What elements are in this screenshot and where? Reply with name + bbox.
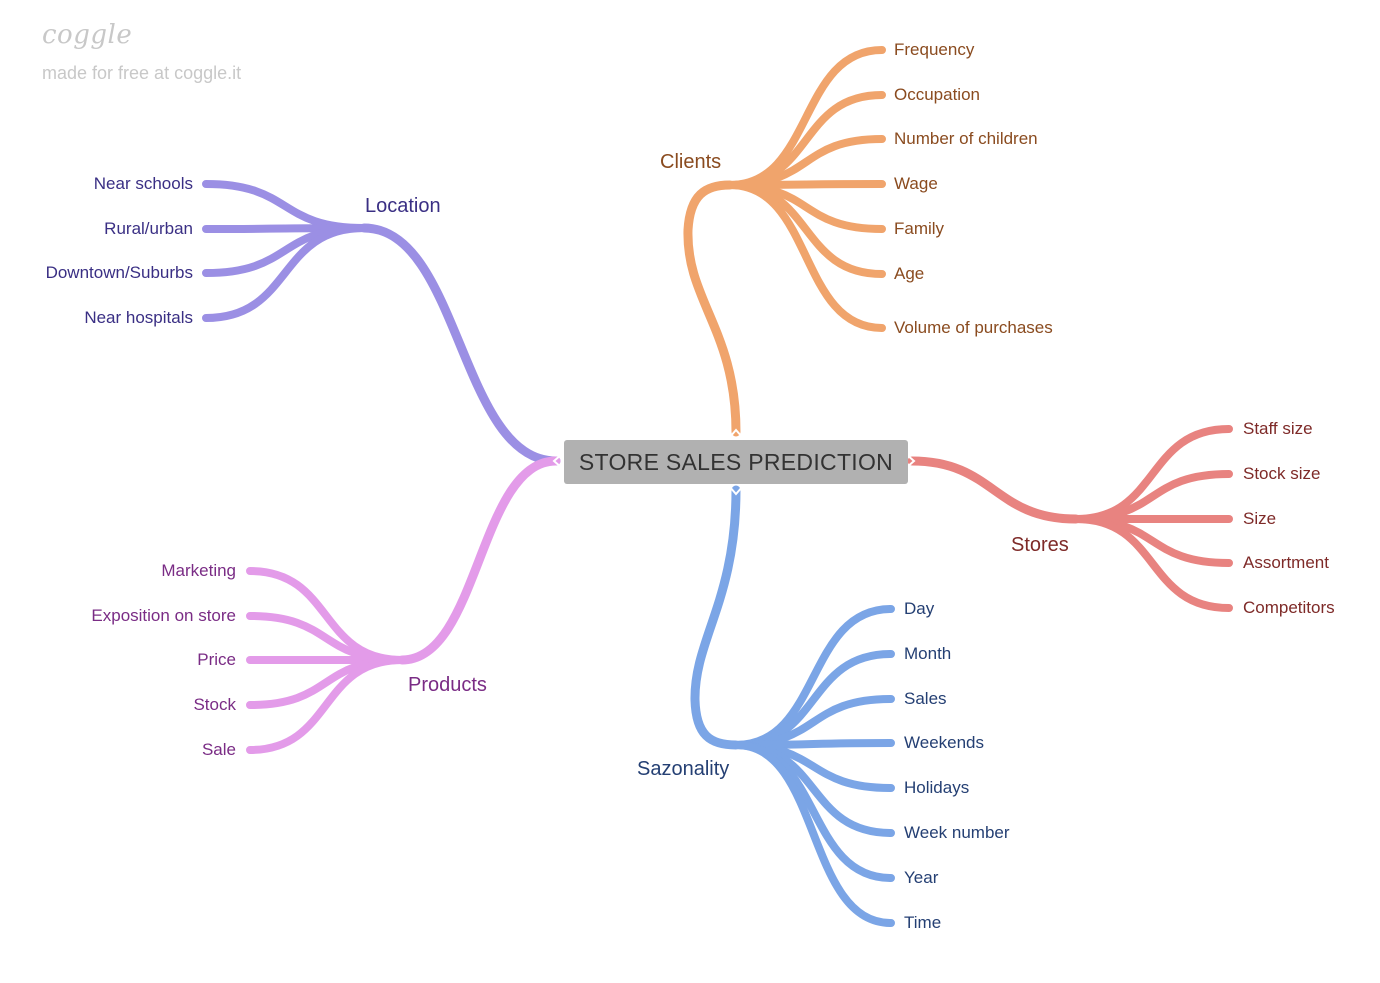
leaf-sazonality-5[interactable]: Week number (904, 823, 1010, 842)
leaf-clients-1[interactable]: Occupation (894, 85, 980, 104)
leaf-clients-6[interactable]: Volume of purchases (894, 318, 1053, 337)
leaf-sazonality-7[interactable]: Time (904, 913, 942, 932)
leaf-sazonality-4[interactable]: Holidays (904, 778, 970, 797)
leaf-link-products-4 (246, 656, 406, 754)
branch-products[interactable]: Products (408, 674, 487, 696)
leaf-stores-0[interactable]: Staff size (1243, 419, 1313, 438)
leaf-products-3[interactable]: Stock (193, 695, 236, 714)
branch-stores[interactable]: Stores (1011, 534, 1069, 556)
leaf-stores-1[interactable]: Stock size (1243, 464, 1321, 483)
leaf-stores-3[interactable]: Assortment (1243, 553, 1329, 572)
leaf-location-3[interactable]: Near hospitals (84, 308, 193, 327)
leaf-stores-2[interactable]: Size (1243, 509, 1277, 528)
leaf-clients-4[interactable]: Family (894, 219, 945, 238)
leaf-clients-2[interactable]: Number of children (894, 129, 1038, 148)
branch-link-location (359, 223, 561, 466)
root-connector-left-icon (552, 453, 563, 469)
leaf-sazonality-3[interactable]: Weekends (904, 733, 985, 752)
root-node[interactable]: STORE SALES PREDICTION (564, 440, 908, 484)
leaf-location-1[interactable]: Rural/urban (104, 219, 193, 238)
leaf-link-location-0 (202, 180, 368, 232)
leaf-sazonality-0[interactable]: Day (904, 599, 935, 618)
branch-link-stores (907, 456, 1081, 524)
leaf-link-location-3 (202, 224, 368, 322)
made-for-free-link[interactable]: made for free at coggle.it (42, 63, 242, 83)
branch-location[interactable]: Location (365, 195, 441, 217)
leaf-link-stores-4 (1072, 515, 1233, 612)
leaf-sazonality-1[interactable]: Month (904, 644, 952, 663)
leaf-link-clients-6 (726, 181, 886, 332)
leaf-link-sazonality-7 (732, 741, 895, 927)
root-connector-up-icon (728, 428, 744, 439)
root-connector-right-icon (905, 453, 916, 469)
branch-link-clients (683, 180, 741, 437)
leaf-sazonality-2[interactable]: Sales (904, 689, 947, 708)
root-connector-down-icon (728, 485, 744, 496)
branch-link-sazonality (690, 485, 741, 750)
branch-sazonality[interactable]: Sazonality (637, 758, 730, 780)
leaf-location-2[interactable]: Downtown/Suburbs (45, 263, 193, 282)
leaf-sazonality-6[interactable]: Year (904, 868, 939, 887)
leaf-clients-5[interactable]: Age (894, 264, 925, 283)
root-node-label: STORE SALES PREDICTION (578, 448, 894, 475)
leaf-stores-4[interactable]: Competitors (1243, 598, 1335, 617)
leaf-products-2[interactable]: Price (197, 650, 236, 669)
coggle-logo[interactable]: coggle (42, 20, 133, 50)
branch-link-products (397, 456, 561, 665)
leaf-products-4[interactable]: Sale (201, 740, 236, 759)
leaf-products-1[interactable]: Exposition on store (91, 606, 236, 625)
leaf-clients-0[interactable]: Frequency (894, 40, 975, 59)
leaf-clients-3[interactable]: Wage (894, 174, 938, 193)
leaf-products-0[interactable]: Marketing (161, 561, 236, 580)
leaf-location-0[interactable]: Near schools (93, 174, 193, 193)
branch-clients[interactable]: Clients (660, 151, 722, 173)
